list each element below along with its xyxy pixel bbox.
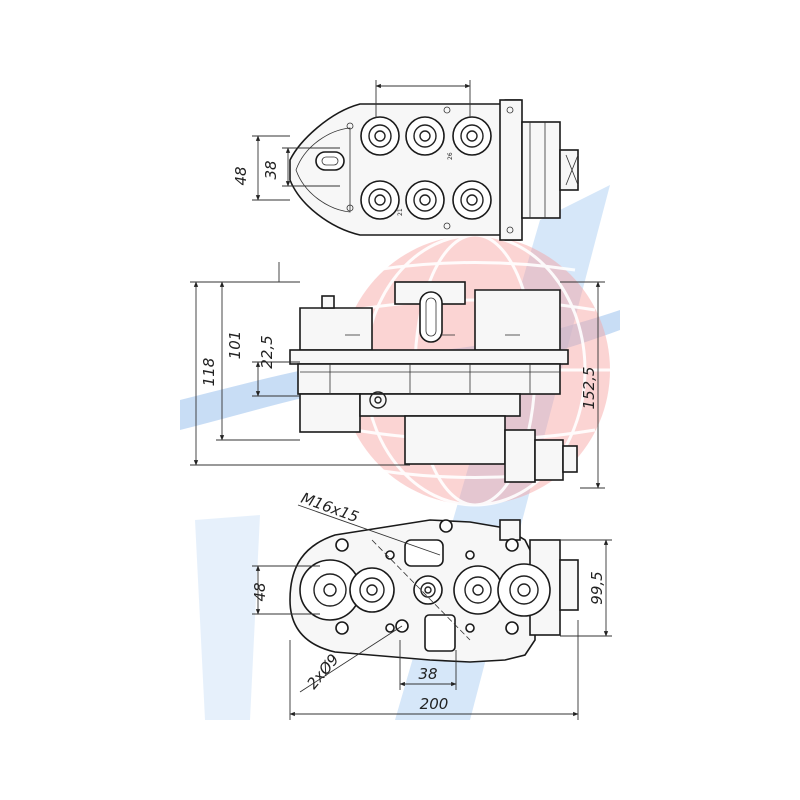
top-dim-26: 26 — [447, 152, 454, 160]
side-view-main-plate — [289, 349, 569, 365]
side-view-left-housing — [299, 307, 373, 351]
side-dim-152-5: 152,5 — [580, 367, 598, 410]
bottom-view-bores — [299, 559, 551, 621]
bottom-view-connector — [559, 559, 579, 611]
side-view-right-housing — [474, 289, 561, 351]
side-dim-22-5: 22,5 — [258, 335, 276, 368]
bottom-dim-99-5: 99,5 — [588, 571, 606, 604]
side-view-connector — [504, 429, 536, 483]
side-dim-118: 118 — [200, 358, 218, 387]
top-dim-21: 21 — [397, 208, 404, 216]
side-view: 118 101 22,5 152,5 — [190, 262, 605, 489]
top-view-slot — [315, 151, 345, 171]
bottom-dim-holes: 2xØ9 — [303, 651, 342, 693]
top-view: 48 38 26 21 — [232, 80, 579, 241]
side-view-slot — [419, 291, 443, 343]
top-dim-48: 48 — [232, 166, 250, 185]
bottom-dim-thread: M16x15 — [299, 489, 362, 526]
side-dim-101: 101 — [226, 331, 244, 360]
watermark-blue-left — [195, 515, 260, 720]
bottom-dim-200: 200 — [420, 695, 449, 713]
bottom-dim-38: 38 — [418, 665, 437, 683]
bottom-view-center-port — [413, 575, 443, 605]
top-view-connector — [521, 121, 561, 219]
top-dim-38: 38 — [262, 160, 280, 179]
top-view-ports — [360, 116, 492, 220]
bottom-dim-48: 48 — [251, 582, 269, 601]
bottom-view-mounting-holes — [335, 519, 519, 635]
